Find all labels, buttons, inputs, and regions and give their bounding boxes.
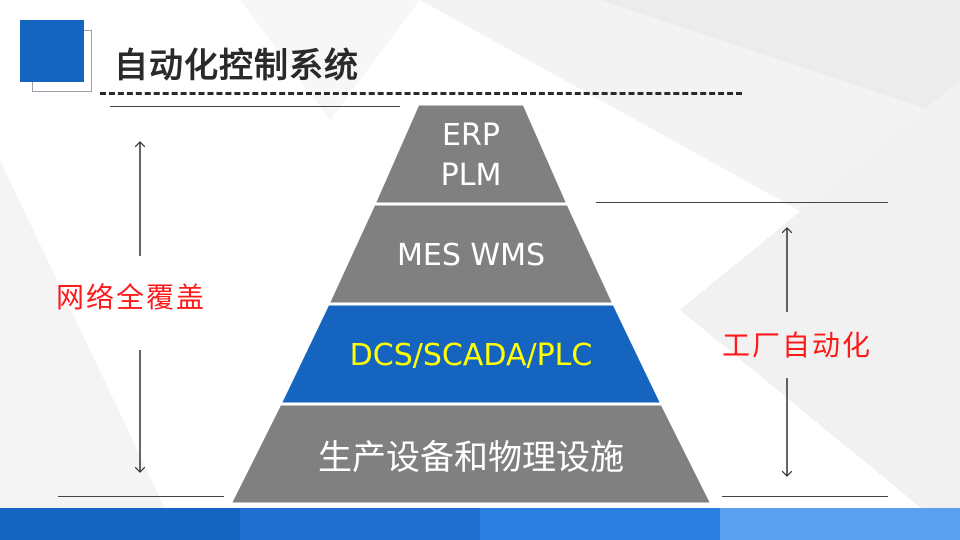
footer-stripe-4 xyxy=(720,508,960,540)
right-top-line xyxy=(596,202,888,203)
left-bottom-line xyxy=(58,496,224,497)
logo-blue-square xyxy=(20,20,84,82)
layer-label-mes-wms: MES WMS xyxy=(396,238,545,273)
layer-label-erp-line2: PLM xyxy=(440,158,502,193)
layer-label-equipment: 生产设备和物理设施 xyxy=(318,438,624,478)
left-side-label: 网络全覆盖 xyxy=(56,281,207,314)
layer-label-erp-line1: ERP xyxy=(442,118,500,153)
pyramid-layer-equipment xyxy=(227,402,715,506)
layer-label-erp: ERP PLM xyxy=(371,116,571,196)
right-side-label: 工厂自动化 xyxy=(722,329,873,362)
footer-stripe-3 xyxy=(480,508,720,540)
footer-stripe-2 xyxy=(240,508,480,540)
right-bottom-line xyxy=(722,496,888,497)
left-top-line xyxy=(110,106,400,107)
footer-stripe-1 xyxy=(0,508,240,540)
title-dashed-divider xyxy=(100,92,742,95)
slide-title: 自动化控制系统 xyxy=(114,46,359,86)
footer-stripe-bar xyxy=(0,508,960,540)
layer-label-dcs: DCS/SCADA/PLC xyxy=(349,338,593,373)
